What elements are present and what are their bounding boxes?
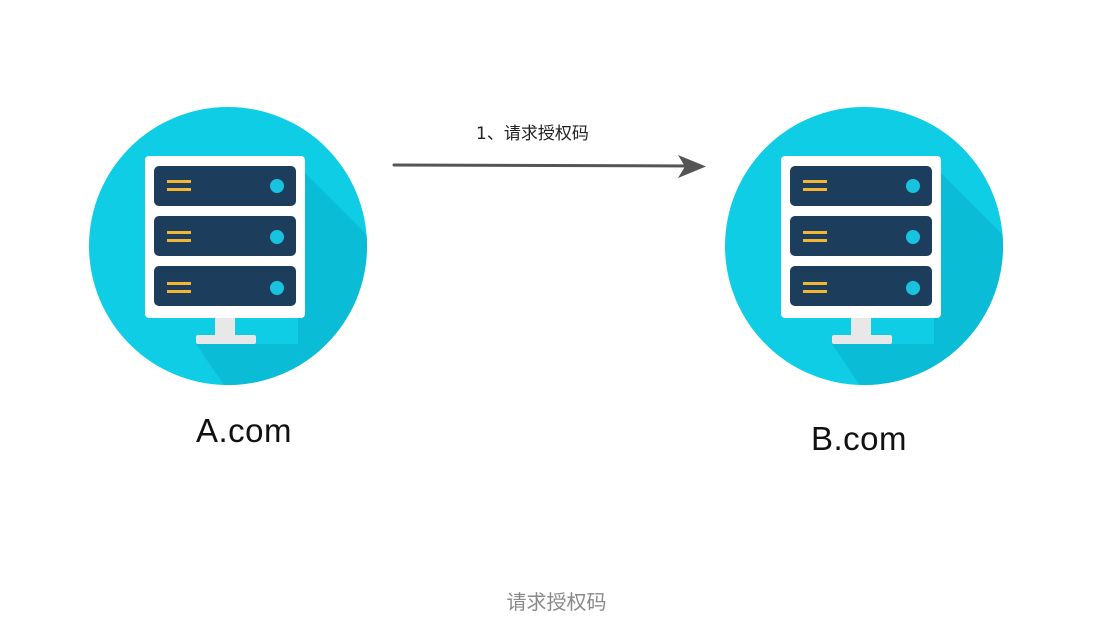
server-label-a: A.com bbox=[196, 412, 293, 449]
figure-caption: 请求授权码 bbox=[506, 590, 607, 614]
server-icon bbox=[725, 107, 1003, 385]
arrow-label: 1、请求授权码 bbox=[476, 124, 589, 144]
server-node-b bbox=[724, 106, 1004, 386]
server-node-a bbox=[88, 106, 368, 386]
server-icon bbox=[89, 107, 367, 385]
server-label-b: B.com bbox=[811, 420, 908, 457]
request-arrow bbox=[392, 150, 710, 182]
